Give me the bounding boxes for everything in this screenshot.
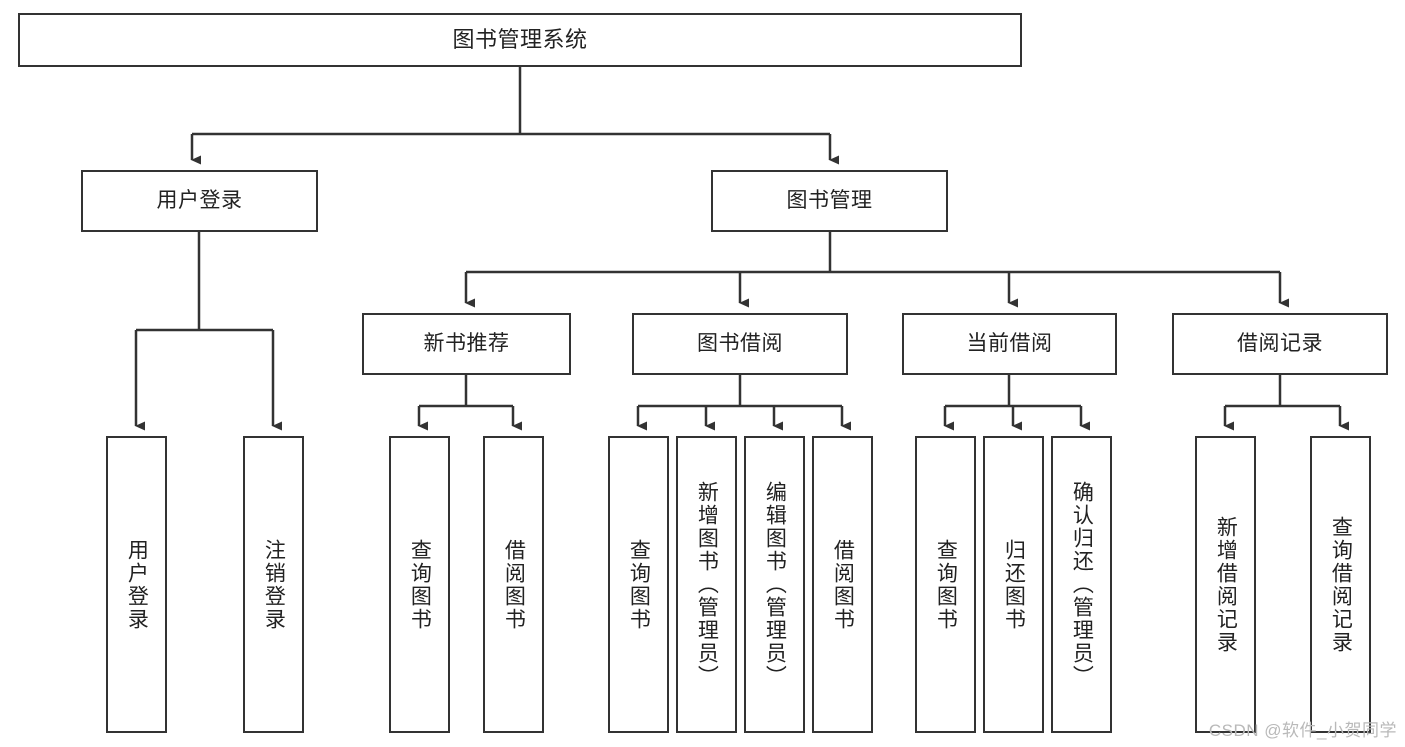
node-leaf-borrow-book-2[interactable]: 借阅图书 <box>812 436 873 733</box>
node-leaf-user-login[interactable]: 用户登录 <box>106 436 167 733</box>
node-leaf-add-record[interactable]: 新增借阅记录 <box>1195 436 1256 733</box>
node-leaf-query-book-3[interactable]: 查询图书 <box>915 436 976 733</box>
node-leaf-query-book-2-label: 查询图书 <box>627 538 651 631</box>
node-leaf-user-login-label: 用户登录 <box>125 538 149 631</box>
node-new-book-rec-label: 新书推荐 <box>423 332 510 356</box>
node-leaf-query-book-2[interactable]: 查询图书 <box>608 436 669 733</box>
node-book-borrow-label: 图书借阅 <box>697 332 783 356</box>
node-leaf-return-book-label: 归还图书 <box>1002 538 1026 631</box>
node-borrow-record[interactable]: 借阅记录 <box>1172 313 1388 375</box>
node-current-borrow-label: 当前借阅 <box>966 332 1053 356</box>
node-book-manage-label: 图书管理 <box>786 189 873 213</box>
node-leaf-query-book-1-label: 查询图书 <box>408 538 432 631</box>
node-current-borrow[interactable]: 当前借阅 <box>902 313 1117 375</box>
node-leaf-logout[interactable]: 注销登录 <box>243 436 304 733</box>
node-new-book-rec[interactable]: 新书推荐 <box>362 313 571 375</box>
node-leaf-add-record-label: 新增借阅记录 <box>1214 515 1238 654</box>
node-leaf-borrow-book-1[interactable]: 借阅图书 <box>483 436 544 733</box>
node-leaf-edit-book[interactable]: 编辑图书（管理员） <box>744 436 805 733</box>
node-leaf-edit-book-label: 编辑图书（管理员） <box>763 481 787 688</box>
node-leaf-query-book-1[interactable]: 查询图书 <box>389 436 450 733</box>
node-borrow-record-label: 借阅记录 <box>1237 332 1323 356</box>
node-leaf-confirm-return-label: 确认归还（管理员） <box>1070 481 1094 688</box>
node-leaf-add-book-label: 新增图书（管理员） <box>695 481 719 688</box>
node-root[interactable]: 图书管理系统 <box>18 13 1022 67</box>
node-user-login[interactable]: 用户登录 <box>81 170 318 232</box>
node-leaf-borrow-book-1-label: 借阅图书 <box>502 538 526 631</box>
node-leaf-query-record-label: 查询借阅记录 <box>1329 515 1353 654</box>
node-root-label: 图书管理系统 <box>452 26 588 52</box>
node-leaf-borrow-book-2-label: 借阅图书 <box>831 538 855 631</box>
node-leaf-query-record[interactable]: 查询借阅记录 <box>1310 436 1371 733</box>
node-user-login-label: 用户登录 <box>156 189 243 213</box>
node-leaf-return-book[interactable]: 归还图书 <box>983 436 1044 733</box>
node-book-manage[interactable]: 图书管理 <box>711 170 948 232</box>
node-leaf-query-book-3-label: 查询图书 <box>934 538 958 631</box>
node-leaf-logout-label: 注销登录 <box>262 538 286 631</box>
node-leaf-add-book[interactable]: 新增图书（管理员） <box>676 436 737 733</box>
node-leaf-confirm-return[interactable]: 确认归还（管理员） <box>1051 436 1112 733</box>
node-book-borrow[interactable]: 图书借阅 <box>632 313 848 375</box>
